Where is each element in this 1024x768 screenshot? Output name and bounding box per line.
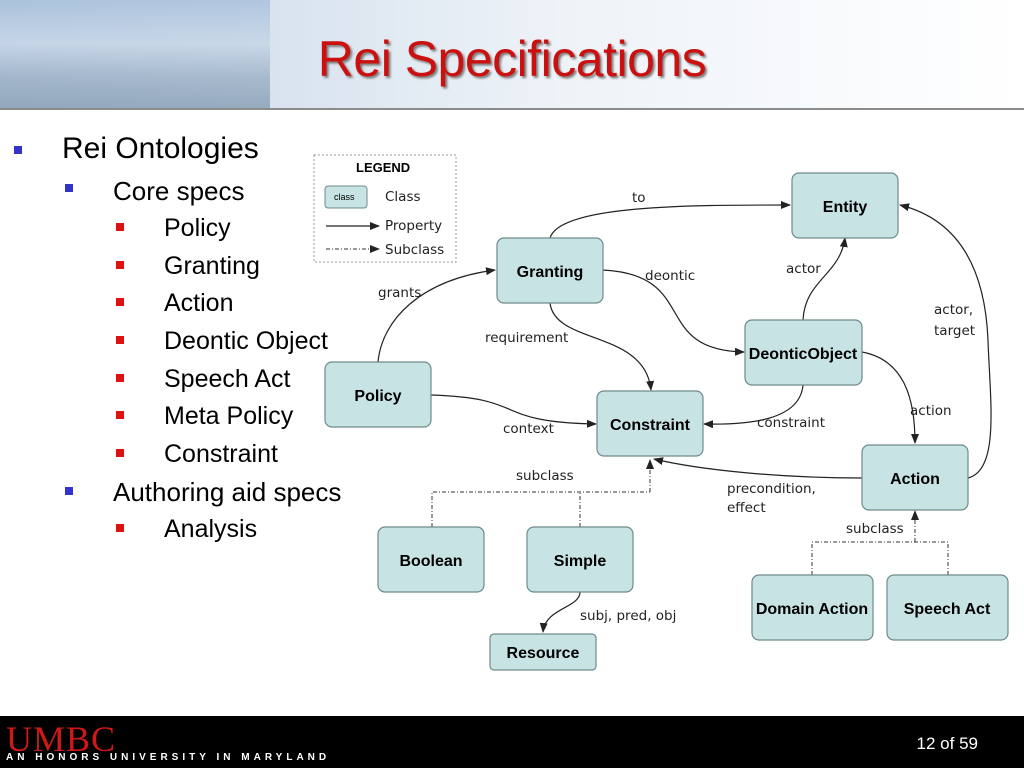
header-divider xyxy=(0,108,1024,110)
edge-action xyxy=(861,351,919,444)
legend-class-swatch xyxy=(324,185,368,209)
edge-deontic xyxy=(602,269,745,356)
bullet-policy: Policy xyxy=(164,214,231,242)
node-policy: Policy xyxy=(324,361,432,428)
bullet-authoring-aid: Authoring aid specs xyxy=(113,477,342,507)
node-granting: Granting xyxy=(496,237,604,304)
node-simple: Simple xyxy=(526,526,634,593)
label-actor-target-2: target xyxy=(934,323,975,339)
label-deontic: deontic xyxy=(645,268,695,284)
bullet-granting: Granting xyxy=(164,252,260,280)
campus-photo xyxy=(0,0,270,110)
label-constraint: constraint xyxy=(757,415,825,431)
edge-labels: to deontic actor actor, target grants re… xyxy=(378,190,975,624)
bullet-square-icon xyxy=(116,261,124,269)
node-deonticobject: DeonticObject xyxy=(744,319,863,386)
node-speech-act: Speech Act xyxy=(886,574,1009,641)
bullet-core-specs: Core specs xyxy=(113,176,245,206)
label-precondition-1: precondition, xyxy=(727,481,816,497)
bullet-square-icon xyxy=(116,411,124,419)
svg-text:Policy: Policy xyxy=(354,388,401,405)
subclass-line-actions xyxy=(811,541,949,575)
svg-text:Boolean: Boolean xyxy=(399,553,462,570)
slide-header xyxy=(0,0,1024,110)
bullet-deontic-object: Deontic Object xyxy=(164,327,328,355)
svg-text:Domain Action: Domain Action xyxy=(756,601,868,618)
label-spo: subj, pred, obj xyxy=(580,608,676,624)
node-resource: Resource xyxy=(489,633,597,671)
label-context: context xyxy=(503,421,554,437)
svg-text:Constraint: Constraint xyxy=(610,417,691,434)
node-entity: Entity xyxy=(791,172,899,239)
bullet-square-icon xyxy=(116,336,124,344)
bullet-square-icon xyxy=(116,298,124,306)
legend-title: LEGEND xyxy=(356,160,410,175)
ontology-diagram: LEGEND class Class Property Subclass xyxy=(313,154,1009,671)
legend-class-tag: class xyxy=(334,192,355,202)
label-action: action xyxy=(910,403,952,419)
label-precondition-2: effect xyxy=(727,500,766,516)
legend-property-label: Property xyxy=(385,218,442,234)
svg-text:Speech Act: Speech Act xyxy=(904,601,991,618)
edge-actor-target xyxy=(899,203,992,479)
svg-text:Entity: Entity xyxy=(823,199,868,216)
label-to: to xyxy=(632,190,646,206)
node-constraint: Constraint xyxy=(596,390,704,457)
bullet-speech-act: Speech Act xyxy=(164,365,291,393)
label-subclass-action: subclass xyxy=(846,521,904,537)
node-action: Action xyxy=(861,444,969,511)
label-requirement: requirement xyxy=(485,330,568,346)
legend: LEGEND class Class Property Subclass xyxy=(313,154,457,263)
edge-grants xyxy=(377,267,496,363)
subclass-line-boolean xyxy=(431,491,650,527)
slide-title: Rei Specifications xyxy=(317,31,707,87)
umbc-logo: UMBC xyxy=(6,719,117,759)
label-grants: grants xyxy=(378,285,421,301)
bullet-action: Action xyxy=(164,289,234,317)
edge-spo xyxy=(539,591,581,633)
umbc-tagline: AN HONORS UNIVERSITY IN MARYLAND xyxy=(6,752,331,763)
label-subclass-constraint: subclass xyxy=(516,468,574,484)
svg-text:Resource: Resource xyxy=(507,645,580,662)
bullet-square-icon xyxy=(65,184,73,192)
bullet-analysis: Analysis xyxy=(164,515,258,543)
legend-subclass-label: Subclass xyxy=(385,242,444,258)
svg-text:Simple: Simple xyxy=(554,553,607,570)
edge-actor xyxy=(802,237,848,321)
bullet-square-icon xyxy=(116,449,124,457)
edge-precondition xyxy=(653,457,863,479)
edge-to xyxy=(549,201,791,239)
bullet-square-icon xyxy=(116,374,124,382)
slide-footer xyxy=(0,716,1024,768)
edge-constraint xyxy=(703,384,804,429)
svg-text:Granting: Granting xyxy=(517,264,584,281)
edge-requirement xyxy=(549,302,655,391)
page-number: 12 of 59 xyxy=(916,734,978,753)
diagram-edges xyxy=(377,201,992,633)
node-domain-action: Domain Action xyxy=(751,574,874,641)
bullet-meta-policy: Meta Policy xyxy=(164,402,294,430)
bullet-square-icon xyxy=(116,524,124,532)
bullet-square-icon xyxy=(14,146,22,154)
bullet-square-icon xyxy=(65,487,73,495)
edge-context xyxy=(430,394,597,428)
label-actor: actor xyxy=(786,261,821,277)
bullet-square-icon xyxy=(116,223,124,231)
svg-text:Action: Action xyxy=(890,471,940,488)
bullet-rei-ontologies: Rei Ontologies xyxy=(62,132,259,165)
bullet-constraint: Constraint xyxy=(164,440,278,468)
node-boolean: Boolean xyxy=(377,526,485,593)
legend-class-label: Class xyxy=(385,189,421,205)
svg-text:DeonticObject: DeonticObject xyxy=(749,346,858,363)
label-actor-target-1: actor, xyxy=(934,302,973,318)
